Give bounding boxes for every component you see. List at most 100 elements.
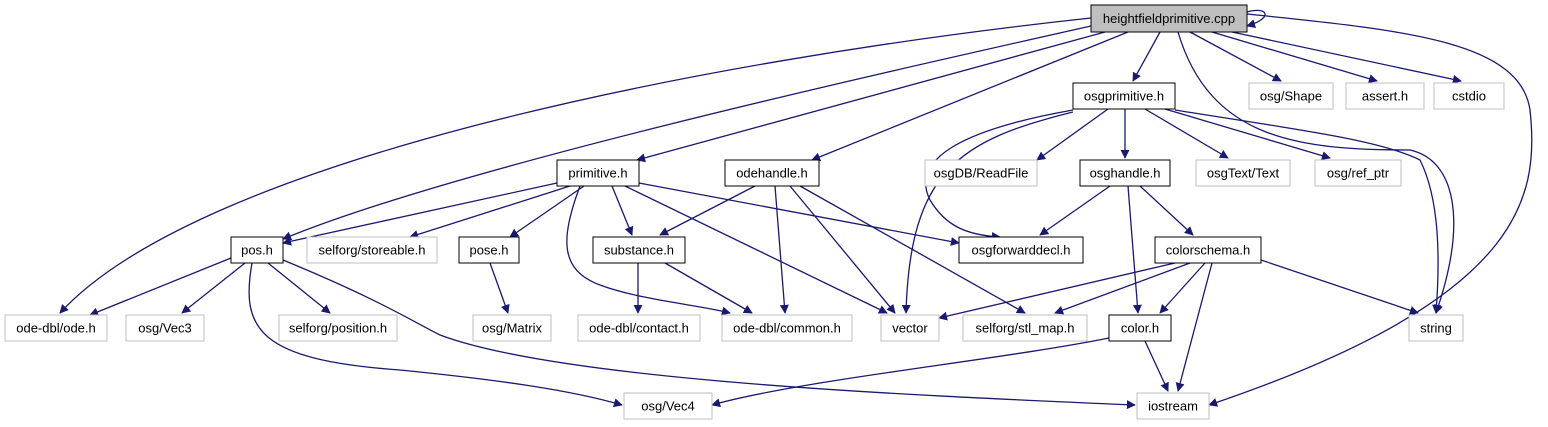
edge-heightfieldprimitive_cpp-to-cstdio	[1231, 31, 1462, 84]
node-label: selforg/stl_map.h	[976, 321, 1075, 336]
node-box	[458, 236, 520, 264]
edge-primitive_h-to-substance_h	[611, 185, 634, 236]
edge-osghandle_h-to-osgforwarddecl_h	[1039, 185, 1111, 236]
node-box	[1195, 159, 1291, 187]
edge-osgprimitive_h-to-vector	[901, 111, 1074, 314]
edge-osghandle_h-to-color_h	[1127, 185, 1142, 314]
edge-odehandle_h-to-substance_h	[659, 185, 756, 236]
node-label: vector	[892, 321, 928, 336]
edge-color_h-to-iostream	[1144, 340, 1169, 392]
edges-layer	[59, 9, 1533, 410]
node-label: osgprimitive.h	[1084, 89, 1164, 104]
edge-pose_h-to-osg_matrix	[489, 262, 510, 314]
edge-osgprimitive_h-to-osg_ref_ptr	[1164, 108, 1331, 161]
node-label: color.h	[1121, 321, 1159, 336]
edge-osgprimitive_h-to-osgtext_text	[1144, 108, 1229, 159]
node-label: ode-dbl/ode.h	[16, 321, 96, 336]
node-label: primitive.h	[568, 166, 627, 181]
node-ode_dbl_contact_h: ode-dbl/contact.h	[577, 314, 701, 342]
node-osgforwarddecl_h[interactable]: osgforwarddecl.h	[958, 236, 1084, 264]
node-pose_h[interactable]: pose.h	[458, 236, 520, 264]
node-selforg_stl_map_h: selforg/stl_map.h	[962, 314, 1088, 342]
node-box	[880, 314, 940, 342]
node-box	[278, 314, 398, 342]
node-label: osghandle.h	[1090, 166, 1161, 181]
edge-colorschema_h-to-iostream	[1175, 262, 1213, 392]
node-odehandle_h[interactable]: odehandle.h	[724, 159, 820, 187]
node-label: iostream	[1148, 399, 1198, 414]
node-box	[592, 236, 686, 264]
node-heightfieldprimitive_cpp[interactable]: heightfieldprimitive.cpp	[1090, 4, 1248, 33]
edge-color_h-to-osg_vec4	[711, 337, 1110, 408]
node-label: ode-dbl/contact.h	[589, 321, 689, 336]
node-label: heightfieldprimitive.cpp	[1103, 11, 1235, 26]
edge-heightfieldprimitive_cpp-to-assert_h	[1211, 31, 1378, 84]
edge-colorschema_h-to-vector	[938, 262, 1176, 321]
edge-heightfieldprimitive_cpp-to-osg_shape	[1189, 31, 1282, 82]
edge-heightfieldprimitive_cpp-to-odehandle_h	[811, 31, 1129, 162]
node-osgdb_readfile: osgDB/ReadFile	[924, 159, 1038, 187]
node-label: osgDB/ReadFile	[934, 166, 1029, 181]
node-vector: vector	[880, 314, 940, 342]
node-osgprimitive_h[interactable]: osgprimitive.h	[1072, 82, 1176, 110]
edge-primitive_h-to-selforg_storeable_h	[409, 185, 571, 239]
node-box	[4, 314, 108, 342]
node-box	[1136, 392, 1210, 420]
edge-pos_h-to-selforg_position_h	[267, 262, 331, 314]
node-colorschema_h[interactable]: colorschema.h	[1154, 236, 1262, 264]
edge-odehandle_h-to-selforg_stl_map_h	[799, 185, 1026, 314]
edge-heightfieldprimitive_cpp-to-osgprimitive_h	[1132, 31, 1161, 82]
edge-colorschema_h-to-string	[1260, 259, 1419, 315]
node-box	[1314, 159, 1402, 187]
edge-primitive_h-to-pose_h	[509, 185, 585, 238]
node-primitive_h[interactable]: primitive.h	[556, 159, 640, 187]
node-ode_dbl_common_h: ode-dbl/common.h	[721, 314, 853, 342]
node-label: osg/ref_ptr	[1327, 166, 1390, 181]
node-pos_h[interactable]: pos.h	[230, 236, 284, 264]
node-string: string	[1408, 314, 1464, 342]
edge-osgprimitive_h-to-osgforwarddecl_h	[925, 109, 1074, 242]
node-box	[1079, 159, 1171, 187]
node-color_h[interactable]: color.h	[1108, 314, 1172, 342]
node-label: selforg/position.h	[289, 321, 387, 336]
node-label: pose.h	[469, 243, 508, 258]
node-label: odehandle.h	[736, 166, 808, 181]
node-label: ode-dbl/common.h	[733, 321, 841, 336]
node-substance_h[interactable]: substance.h	[592, 236, 686, 264]
node-box	[958, 236, 1084, 264]
node-label: substance.h	[604, 243, 674, 258]
node-box	[1072, 82, 1176, 110]
edge-primitive_h-to-ode_dbl_common_h	[566, 185, 731, 316]
node-label: osgforwarddecl.h	[972, 243, 1071, 258]
edge-primitive_h-to-osgforwarddecl_h	[638, 182, 960, 246]
node-box	[1248, 82, 1334, 110]
node-osg_vec3: osg/Vec3	[125, 314, 205, 342]
node-assert_h: assert.h	[1345, 82, 1425, 110]
node-box	[472, 314, 552, 342]
edge-heightfieldprimitive_cpp-to-pos_h	[282, 25, 1092, 241]
node-box	[306, 236, 438, 264]
edge-osgprimitive_h-to-string	[1174, 109, 1442, 314]
edge-primitive_h-to-vector	[624, 185, 888, 314]
node-box	[125, 314, 205, 342]
node-box	[623, 392, 713, 420]
node-osg_vec4: osg/Vec4	[623, 392, 713, 420]
node-osgtext_text: osgText/Text	[1195, 159, 1291, 187]
edge-heightfieldprimitive_cpp-to-heightfieldprimitive_cpp	[1246, 9, 1266, 29]
edge-heightfieldprimitive_cpp-to-string	[1177, 31, 1455, 314]
node-box	[1345, 82, 1425, 110]
node-osg_matrix: osg/Matrix	[472, 314, 552, 342]
node-box	[962, 314, 1088, 342]
node-box	[1154, 236, 1262, 264]
node-box	[1408, 314, 1464, 342]
node-box	[721, 314, 853, 342]
node-box	[556, 159, 640, 187]
edge-colorschema_h-to-selforg_stl_map_h	[1054, 262, 1191, 315]
node-box	[230, 236, 284, 264]
node-selforg_storeable_h: selforg/storeable.h	[306, 236, 438, 264]
node-osghandle_h[interactable]: osghandle.h	[1079, 159, 1171, 187]
edge-heightfieldprimitive_cpp-to-iostream	[1208, 13, 1533, 407]
node-box	[1433, 82, 1505, 110]
node-label: osgText/Text	[1207, 166, 1280, 181]
